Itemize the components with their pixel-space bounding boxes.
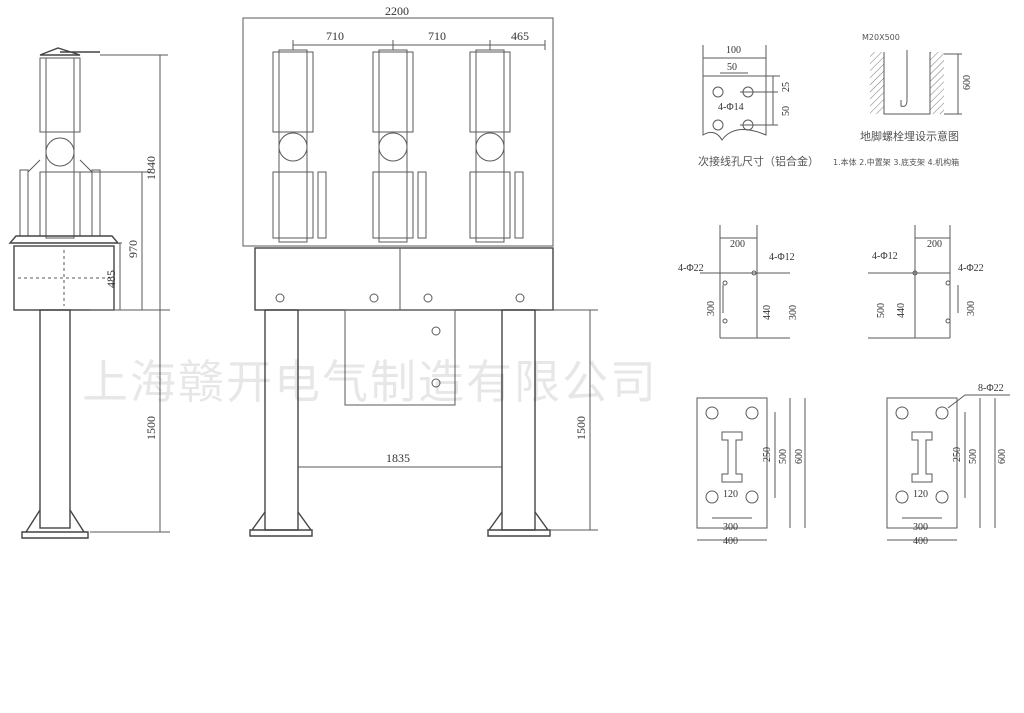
parts-legend: 1.本体 2.中置架 3.底支架 4.机构箱	[833, 157, 959, 167]
dim-970: 970	[126, 240, 140, 258]
foundation-right: 8-Φ22 250 500 600 120 300 400	[886, 383, 1010, 547]
dim-120: 120	[913, 489, 928, 500]
side-base	[21, 509, 89, 539]
dim-500: 500	[876, 303, 887, 318]
dim-300: 300	[913, 522, 928, 533]
hole-label-4-phi12: 4-Φ12	[769, 252, 795, 263]
dim-500: 500	[778, 449, 789, 464]
dim-1500-front: 1500	[574, 416, 588, 440]
bolt-spec: M20X500	[862, 33, 900, 42]
dim-200: 200	[730, 239, 745, 250]
dim-400: 400	[723, 536, 738, 547]
dim-1500-side: 1500	[144, 416, 158, 440]
hole-label-4-phi22: 4-Φ22	[958, 263, 984, 274]
dim-400: 400	[913, 536, 928, 547]
side-dimensions: 1840 970 485 1500	[80, 54, 170, 533]
dim-1835: 1835	[386, 451, 410, 465]
dim-500: 500	[968, 449, 979, 464]
front-leg-left	[264, 309, 299, 531]
hole-label-8-phi22: 8-Φ22	[978, 383, 1004, 394]
side-pole	[39, 309, 71, 529]
side-insulator	[19, 47, 101, 239]
mount-plan-left: 200 300 440 300 4-Φ22 4-Φ12	[678, 225, 799, 339]
dim-200: 200	[927, 239, 942, 250]
dim-120: 120	[723, 489, 738, 500]
dim-25: 25	[781, 82, 792, 92]
dim-600-anchor: 600	[962, 75, 973, 90]
dim-440: 440	[762, 305, 773, 320]
dim-100: 100	[726, 45, 741, 56]
dim-50-v: 50	[781, 106, 792, 116]
dim-300: 300	[966, 301, 977, 316]
mount-plan-right: 200 500 440 300 4-Φ12 4-Φ22	[868, 225, 984, 339]
hole-label-4-phi14: 4-Φ14	[718, 102, 744, 113]
dim-710-a: 710	[326, 29, 344, 43]
anchor-caption: 地脚螺栓埋设示意图	[860, 129, 959, 143]
dim-1840: 1840	[144, 156, 158, 180]
hole-label-4-phi12: 4-Φ12	[872, 251, 898, 262]
dim-250: 250	[762, 447, 773, 462]
hole-label-4-phi22: 4-Φ22	[678, 263, 704, 274]
front-dimensions: 2200 710 710 465 1835 1500	[243, 4, 598, 531]
dim-485: 485	[104, 270, 118, 288]
front-poles	[272, 49, 524, 243]
dim-300: 300	[723, 522, 738, 533]
dim-710-b: 710	[428, 29, 446, 43]
anchor-detail: M20X500 600 地脚螺栓埋设示意图 1.本体 2.中置架 3.底支架 4…	[833, 33, 973, 167]
dim-2200: 2200	[385, 4, 409, 18]
side-box-top	[8, 235, 120, 244]
terminal-caption: 次接线孔尺寸（铝合金）	[698, 154, 819, 168]
dim-600: 600	[997, 449, 1008, 464]
dim-300-b: 300	[788, 305, 799, 320]
front-leg-right	[501, 309, 536, 531]
dim-440: 440	[896, 303, 907, 318]
dim-300: 300	[706, 301, 717, 316]
terminal-detail: 100 50 25 50 4-Φ14 次接线孔尺寸（铝合金）	[698, 45, 819, 168]
dim-50-h: 50	[727, 62, 737, 73]
front-operating-box	[344, 309, 456, 406]
dim-465: 465	[511, 29, 529, 43]
front-mechanism-box	[254, 247, 554, 311]
side-view: 1840 970 485 1500	[8, 47, 170, 539]
company-watermark: 上海赣开电气制造有限公司	[82, 355, 658, 409]
front-view: 2200 710 710 465 1835 1500	[242, 4, 598, 537]
dim-250: 250	[952, 447, 963, 462]
dim-600: 600	[794, 449, 805, 464]
foundation-left: 250 500 600 120 300 400	[696, 397, 806, 547]
